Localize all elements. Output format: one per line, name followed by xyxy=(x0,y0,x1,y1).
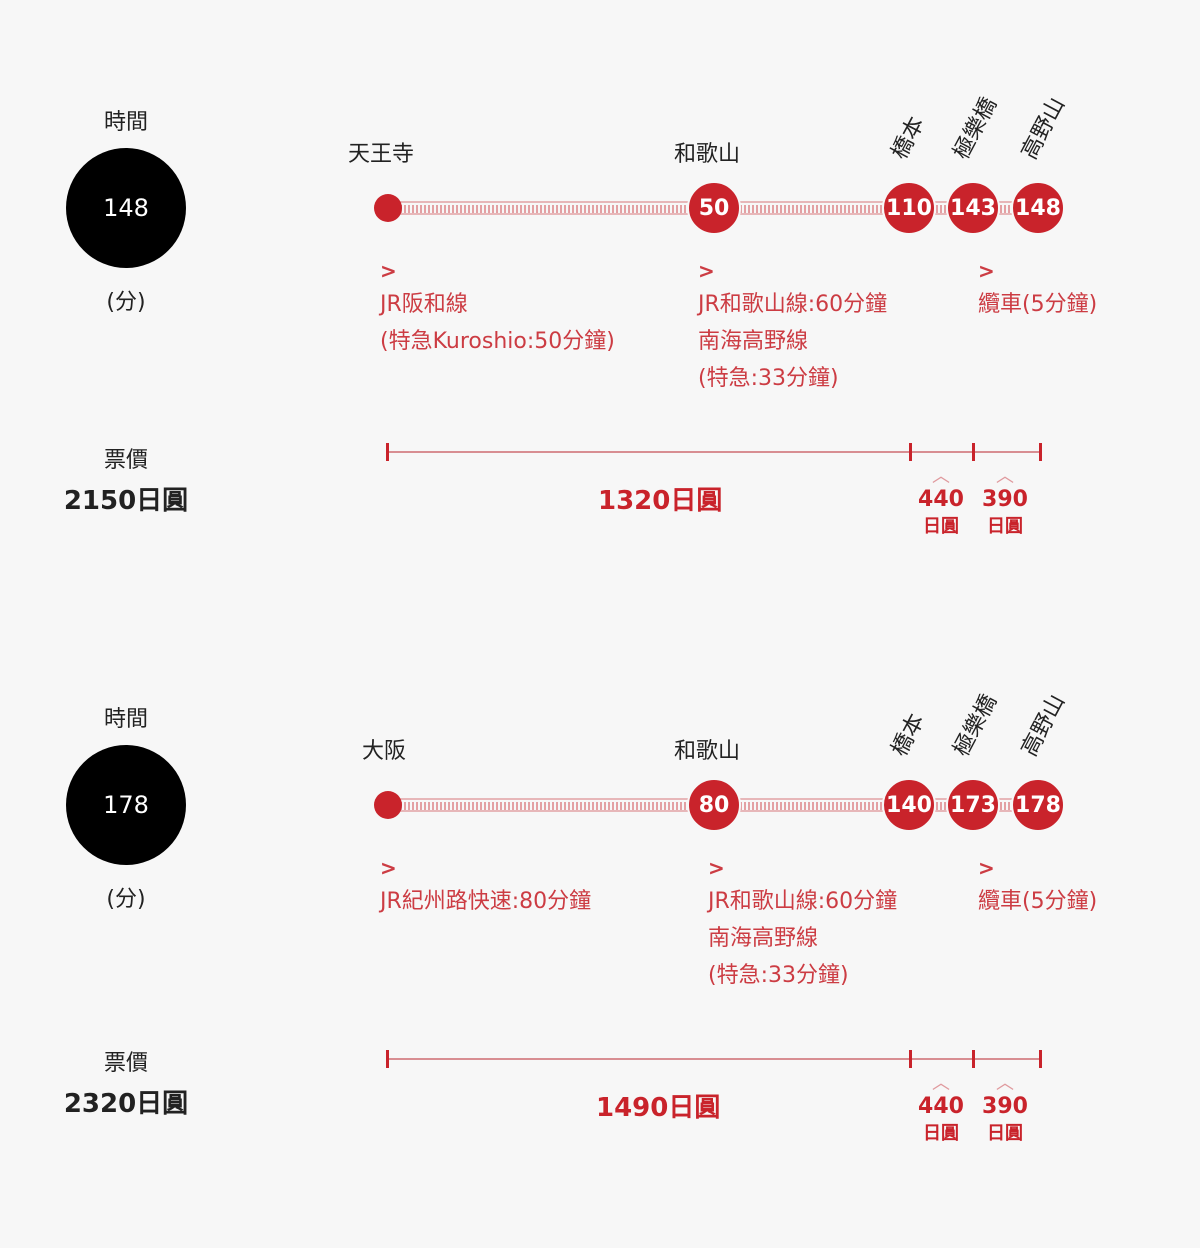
fare-tick xyxy=(386,1050,389,1068)
segment-2-detail: (特急:33分鐘) xyxy=(708,963,849,988)
time-node-koyasan: 178 xyxy=(1011,778,1065,832)
segment-3: > 纜車(5分鐘) xyxy=(978,256,1097,323)
segment-1-line: JR阪和線 xyxy=(380,292,468,317)
station-gokurakubashi: 極樂橋 xyxy=(949,690,1003,761)
fare-label: 票價 xyxy=(103,1051,148,1076)
fare-tick xyxy=(386,443,389,461)
time-node-wakayama: 50 xyxy=(687,181,741,235)
time-node-gokurakubashi: 143 xyxy=(946,181,1000,235)
fare-amount: 390 xyxy=(982,487,1028,512)
station-origin: 天王寺 xyxy=(348,142,415,167)
time-label: 時間 xyxy=(103,110,148,135)
segment-1: > JR紀州路快速:80分鐘 xyxy=(380,853,591,920)
time-node-hashimoto: 140 xyxy=(882,778,936,832)
fare-tick xyxy=(1039,443,1042,461)
route-tennoji: 時間 148 (分) 天王寺 和歌山 橋本 極樂橋 高野山 50 110 143… xyxy=(0,0,1200,600)
station-hashimoto: 橋本 xyxy=(887,112,930,164)
fare-main: 1490日圓 xyxy=(596,1093,721,1123)
fare-cable-car: ︿ 390 日圓 xyxy=(970,468,1040,540)
caret-icon: ︿ xyxy=(996,466,1014,487)
station-wakayama: 和歌山 xyxy=(674,739,741,764)
total-time-badge: 148 xyxy=(66,148,186,268)
time-label: 時間 xyxy=(103,707,148,732)
segment-arrow: > xyxy=(380,856,397,880)
fare-cable-jr: ︿ 440 日圓 xyxy=(906,468,976,540)
station-koyasan: 高野山 xyxy=(1017,690,1071,761)
fare-cable-jr: ︿ 440 日圓 xyxy=(906,1075,976,1147)
fare-amount: 440 xyxy=(918,1094,964,1119)
caret-icon: ︿ xyxy=(932,1073,950,1094)
origin-node xyxy=(374,791,402,819)
segment-2-line2: 南海高野線 xyxy=(698,329,809,354)
origin-node xyxy=(374,194,402,222)
segment-arrow: > xyxy=(698,259,715,283)
time-node-gokurakubashi: 173 xyxy=(946,778,1000,832)
station-origin: 大阪 xyxy=(362,739,407,764)
segment-3-line: 纜車(5分鐘) xyxy=(978,889,1098,914)
segment-arrow: > xyxy=(380,259,397,283)
fare-cable-car: ︿ 390 日圓 xyxy=(970,1075,1040,1147)
total-time-badge: 178 xyxy=(66,745,186,865)
station-gokurakubashi: 極樂橋 xyxy=(949,93,1003,164)
time-node-wakayama: 80 xyxy=(687,778,741,832)
fare-label: 票價 xyxy=(103,448,148,473)
fare-summary: 票價 2320日圓 xyxy=(50,1045,202,1120)
segment-arrow: > xyxy=(708,856,725,880)
segment-1: > JR阪和線 (特急Kuroshio:50分鐘) xyxy=(380,256,615,360)
time-unit: (分) xyxy=(106,887,146,912)
route-osaka: 時間 178 (分) 大阪 和歌山 橋本 極樂橋 高野山 80 140 173 … xyxy=(0,597,1200,1197)
time-node-koyasan: 148 xyxy=(1011,181,1065,235)
fare-summary: 票價 2150日圓 xyxy=(50,442,202,517)
segment-1-detail: (特急Kuroshio:50分鐘) xyxy=(380,329,615,354)
fare-tick xyxy=(909,1050,912,1068)
segment-2-detail: (特急:33分鐘) xyxy=(698,366,839,391)
fare-unit: 日圓 xyxy=(987,1123,1023,1144)
segment-arrow: > xyxy=(978,259,995,283)
fare-amount: 390 xyxy=(982,1094,1028,1119)
fare-main: 1320日圓 xyxy=(598,486,723,516)
fare-amount: 440 xyxy=(918,487,964,512)
fare-total: 2320日圓 xyxy=(63,1089,189,1119)
segment-2-line: JR和歌山線:60分鐘 xyxy=(708,889,898,914)
segment-2: > JR和歌山線:60分鐘 南海高野線 (特急:33分鐘) xyxy=(708,853,897,994)
fare-tick xyxy=(972,443,975,461)
fare-line xyxy=(388,451,1041,453)
fare-total: 2150日圓 xyxy=(63,486,189,516)
fare-unit: 日圓 xyxy=(923,1123,959,1144)
time-unit: (分) xyxy=(106,290,146,315)
caret-icon: ︿ xyxy=(996,1073,1014,1094)
segment-3-line: 纜車(5分鐘) xyxy=(978,292,1098,317)
segment-2-line2: 南海高野線 xyxy=(708,926,819,951)
fare-tick xyxy=(1039,1050,1042,1068)
segment-1-line: JR紀州路快速:80分鐘 xyxy=(380,889,592,914)
fare-tick xyxy=(972,1050,975,1068)
fare-line xyxy=(388,1058,1041,1060)
station-koyasan: 高野山 xyxy=(1017,93,1071,164)
segment-2: > JR和歌山線:60分鐘 南海高野線 (特急:33分鐘) xyxy=(698,256,887,397)
segment-3: > 纜車(5分鐘) xyxy=(978,853,1097,920)
station-hashimoto: 橋本 xyxy=(887,709,930,761)
station-wakayama: 和歌山 xyxy=(674,142,741,167)
time-node-hashimoto: 110 xyxy=(882,181,936,235)
segment-2-line: JR和歌山線:60分鐘 xyxy=(698,292,888,317)
fare-unit: 日圓 xyxy=(923,516,959,537)
fare-tick xyxy=(909,443,912,461)
fare-unit: 日圓 xyxy=(987,516,1023,537)
caret-icon: ︿ xyxy=(932,466,950,487)
segment-arrow: > xyxy=(978,856,995,880)
